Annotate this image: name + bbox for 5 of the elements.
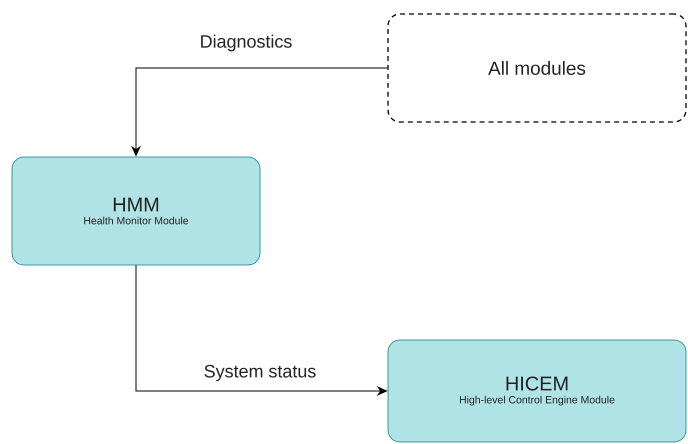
- edge-label: Diagnostics: [198, 34, 294, 52]
- module-box: HICEM High-level Control Engine Module: [388, 340, 686, 442]
- module-box: HMM Health Monitor Module: [12, 156, 260, 266]
- group-box: All modules: [387, 13, 687, 123]
- edge-label: System status: [202, 364, 318, 382]
